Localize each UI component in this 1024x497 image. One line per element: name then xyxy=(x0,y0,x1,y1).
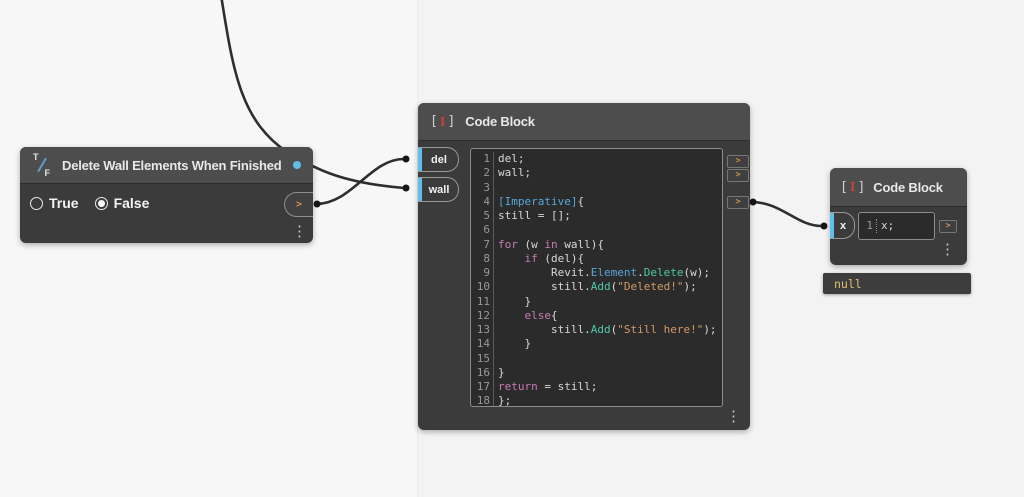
code-line: 16} xyxy=(471,365,722,380)
code-block-icon: [ I ] xyxy=(430,114,456,129)
wire-endpoint xyxy=(402,155,410,163)
input-port-wall[interactable]: wall xyxy=(418,177,459,202)
radio-true[interactable]: True xyxy=(30,195,79,211)
boolean-node-header[interactable]: T F Delete Wall Elements When Finished xyxy=(20,147,313,184)
output-port-1[interactable]: > xyxy=(727,155,749,168)
code-line: 13 still.Add("Still here!"); xyxy=(471,323,722,338)
code-block-small-title: Code Block xyxy=(873,179,943,195)
chevron-right-icon: > xyxy=(735,170,741,181)
code-block-main-header[interactable]: [ I ] Code Block xyxy=(418,103,750,141)
wire-endpoint xyxy=(820,222,828,230)
input-port-del[interactable]: del xyxy=(418,147,459,172)
boolean-node-body: True False > ⋮ xyxy=(20,184,313,239)
preview-bubble[interactable]: null xyxy=(823,273,971,294)
code-line: 9 Revit.Element.Delete(w); xyxy=(471,266,722,281)
code-line: 18}; xyxy=(471,394,722,406)
code-block-icon: [ I ] xyxy=(840,179,866,195)
output-port[interactable]: > xyxy=(939,220,957,233)
code-line: 3 xyxy=(471,180,722,195)
port-accent-bar xyxy=(418,148,422,171)
radio-false-label: False xyxy=(113,195,150,211)
code-block-small-header[interactable]: [ I ] Code Block xyxy=(830,168,967,207)
chevron-right-icon: > xyxy=(945,221,951,232)
wire-bool-to-del[interactable] xyxy=(314,157,406,206)
boolean-node-title: Delete Wall Elements When Finished xyxy=(62,157,282,173)
wire-endpoint xyxy=(313,200,321,208)
code-line: 8 if (del){ xyxy=(471,251,722,266)
input-port-x-label: x xyxy=(839,219,847,232)
chevron-right-icon: > xyxy=(735,197,741,208)
code-block-main-title: Code Block xyxy=(465,114,535,129)
boolean-options: True False xyxy=(20,184,313,211)
code-line: 14 } xyxy=(471,337,722,352)
port-accent-bar xyxy=(418,178,422,201)
wire-endpoint xyxy=(402,184,410,192)
code-line: 4[Imperative]{ xyxy=(471,194,722,209)
code-line: 10 still.Add("Deleted!"); xyxy=(471,280,722,295)
preview-value: null xyxy=(834,276,862,291)
output-port-3[interactable]: > xyxy=(727,196,749,209)
input-port-x[interactable]: x xyxy=(830,212,855,239)
true-false-icon: T F xyxy=(33,152,50,178)
port-accent-bar xyxy=(830,213,834,238)
wire-endpoint xyxy=(749,198,757,206)
radio-false[interactable]: False xyxy=(94,195,150,211)
input-port-wall-label: wall xyxy=(428,183,450,196)
wire-codeblock-to-x[interactable] xyxy=(749,200,824,228)
node-context-menu-icon[interactable]: ⋮ xyxy=(940,241,955,258)
radio-false-circle[interactable] xyxy=(94,196,108,210)
chevron-right-icon: > xyxy=(735,156,741,167)
node-context-menu-icon[interactable]: ⋮ xyxy=(726,408,741,425)
node-context-menu-icon[interactable]: ⋮ xyxy=(292,223,307,240)
code-line: 11 } xyxy=(471,294,722,309)
code-line: 6 xyxy=(471,223,722,238)
radio-true-label: True xyxy=(49,195,79,211)
output-port-2[interactable]: > xyxy=(727,169,749,182)
boolean-output-port[interactable]: > xyxy=(284,192,313,217)
chevron-right-icon: > xyxy=(295,198,303,210)
input-port-del-label: del xyxy=(431,153,447,166)
code-line: 15 xyxy=(471,351,722,366)
code-line: 12 else{ xyxy=(471,308,722,323)
boolean-node[interactable]: T F Delete Wall Elements When Finished T… xyxy=(20,147,313,243)
preview-state-dot[interactable] xyxy=(293,161,301,169)
radio-true-circle[interactable] xyxy=(30,196,43,210)
